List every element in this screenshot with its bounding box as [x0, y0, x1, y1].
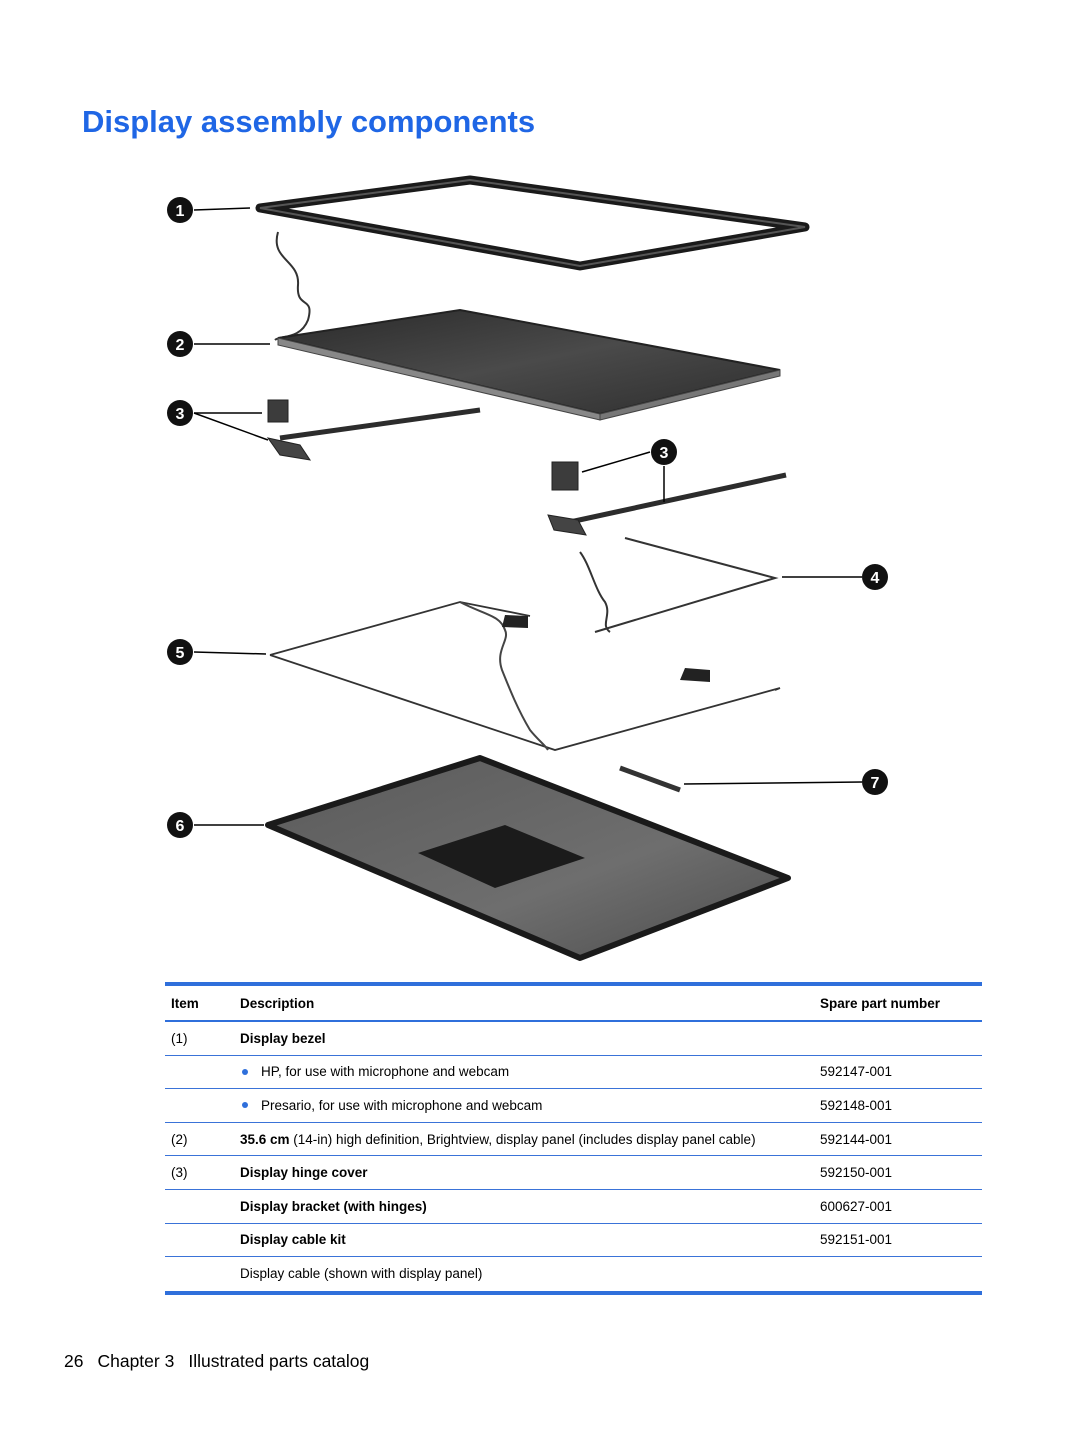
- row-item: (2): [171, 1131, 188, 1147]
- callout-1: 1: [176, 203, 185, 220]
- table-row: Display cable (shown with display panel): [165, 1257, 982, 1291]
- callout-3-right: 3: [660, 445, 669, 462]
- callout-3-left-icon: [167, 400, 193, 426]
- callout-4: 4: [871, 570, 880, 587]
- header-spare-part-number: Spare part number: [820, 995, 941, 1011]
- callout-6: 6: [176, 818, 185, 835]
- section-title: Illustrated parts catalog: [188, 1351, 370, 1371]
- right-hinge-part: [547, 461, 787, 536]
- callout-6-icon: [167, 812, 193, 838]
- bullet-icon: [242, 1102, 248, 1109]
- header-item: Item: [171, 995, 199, 1011]
- display-bezel-part: [255, 175, 810, 271]
- table-row: Display bracket (with hinges) 600627-001: [165, 1190, 982, 1224]
- row-description-bold: Display bezel: [240, 1030, 326, 1046]
- row-description-text: HP, for use with microphone and webcam: [261, 1064, 510, 1080]
- row-spare-part-number: 592148-001: [820, 1097, 893, 1113]
- row-description-bold: Display hinge cover: [240, 1165, 368, 1181]
- callout-leaders: [193, 207, 863, 826]
- page-number: 26: [64, 1351, 84, 1371]
- row-description: Display hinge cover: [240, 1165, 820, 1180]
- header-description: Description: [240, 995, 315, 1011]
- callout-2: 2: [176, 337, 185, 354]
- row-item: (1): [171, 1030, 188, 1046]
- row-description: Display cable (shown with display panel): [240, 1266, 820, 1281]
- display-back-cover-part: [265, 755, 791, 961]
- left-hinge-part: [266, 399, 481, 461]
- callout-3-right-icon: [651, 439, 677, 465]
- row-description: 35.6 cm (14-in) high definition, Brightv…: [240, 1132, 820, 1147]
- callout-5-icon: [167, 639, 193, 665]
- row-description-text: Display cable (shown with display panel): [240, 1266, 483, 1282]
- table-row: Display cable kit 592151-001: [165, 1224, 982, 1258]
- callout-2-icon: [167, 331, 193, 357]
- row-description-bold: Display cable kit: [240, 1232, 346, 1248]
- display-cable-part: [579, 537, 779, 633]
- row-description: Display bezel: [240, 1031, 820, 1046]
- webcam-module-part: [619, 765, 681, 793]
- display-panel-part: [277, 308, 781, 421]
- row-description-bold: 35.6 cm: [240, 1131, 290, 1147]
- row-description-bold: Display bracket (with hinges): [240, 1198, 427, 1214]
- callout-7-icon: [862, 769, 888, 795]
- bullet-icon: [242, 1068, 248, 1075]
- callout-4-icon: [862, 564, 888, 590]
- callout-1-icon: [167, 197, 193, 223]
- row-spare-part-number: 592151-001: [820, 1232, 893, 1248]
- table-row: (3) Display hinge cover 592150-001: [165, 1156, 982, 1190]
- row-spare-part-number: 592147-001: [820, 1064, 893, 1080]
- spare-parts-table: Item Description Spare part number (1) D…: [165, 982, 982, 1295]
- webcam-cable-part: [274, 231, 311, 341]
- table-row: Presario, for use with microphone and we…: [165, 1089, 982, 1123]
- row-description-text: (14-in) high definition, Brightview, dis…: [289, 1131, 756, 1147]
- row-item: (3): [171, 1165, 188, 1181]
- row-spare-part-number: 600627-001: [820, 1198, 893, 1214]
- row-description: Display cable kit: [240, 1232, 820, 1247]
- chapter-label: Chapter 3: [97, 1351, 175, 1371]
- row-description-text: Presario, for use with microphone and we…: [261, 1097, 543, 1113]
- row-spare-part-number: 592150-001: [820, 1165, 893, 1181]
- row-description: Display bracket (with hinges): [240, 1199, 820, 1214]
- page-footer: 26 Chapter 3 Illustrated parts catalog: [64, 1351, 369, 1372]
- table-row: (1) Display bezel: [165, 1022, 982, 1056]
- callout-7: 7: [871, 775, 880, 792]
- callout-3-left: 3: [176, 406, 185, 423]
- table-header-row: Item Description Spare part number: [165, 986, 982, 1022]
- antenna-cable-part: [269, 601, 781, 751]
- row-spare-part-number: 592144-001: [820, 1131, 893, 1147]
- page-title: Display assembly components: [82, 104, 536, 139]
- table-row: (2) 35.6 cm (14-in) high definition, Bri…: [165, 1123, 982, 1157]
- row-description: HP, for use with microphone and webcam: [240, 1064, 820, 1079]
- table-row: HP, for use with microphone and webcam 5…: [165, 1056, 982, 1090]
- callout-5: 5: [176, 645, 185, 662]
- row-description: Presario, for use with microphone and we…: [240, 1098, 820, 1113]
- exploded-parts-diagram: 1 2 3 3 4 5 6 7: [167, 175, 888, 961]
